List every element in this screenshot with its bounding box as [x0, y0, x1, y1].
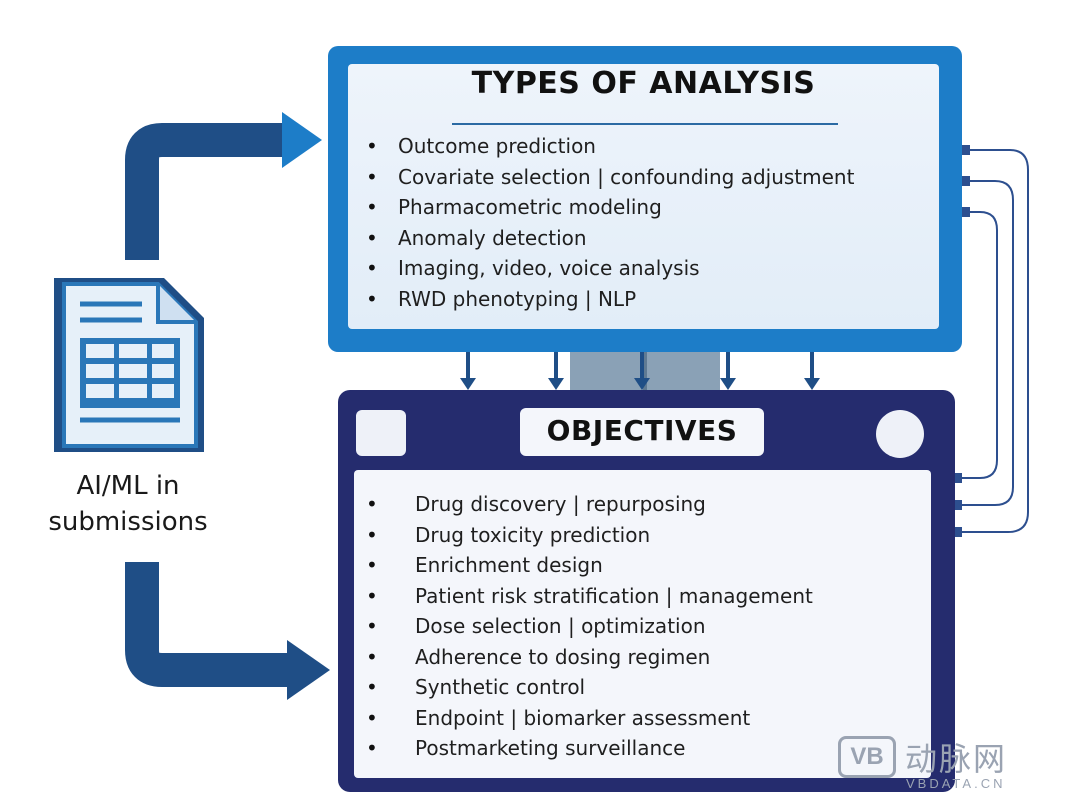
objective-item: Endpoint | biomarker assessment: [366, 703, 813, 734]
document-table-icon: [54, 278, 204, 452]
analysis-item: RWD phenotyping | NLP: [366, 284, 854, 315]
objective-item: Postmarketing surveillance: [366, 733, 813, 764]
objective-item: Patient risk stratification | management: [366, 581, 813, 612]
watermark-url: VBDATA.CN: [906, 776, 1006, 791]
feedback-connectors: [956, 149, 1029, 533]
objectives-title-box: [520, 408, 764, 456]
analysis-item: Outcome prediction: [366, 131, 854, 162]
source-label: AI/ML in submissions: [28, 468, 228, 540]
objective-item: Drug toxicity prediction: [366, 520, 813, 551]
window-square-icon: [356, 410, 406, 456]
analysis-item: Imaging, video, voice analysis: [366, 253, 854, 284]
source-label-line1: AI/ML in: [76, 471, 180, 501]
analysis-item: Pharmacometric modeling: [366, 192, 854, 223]
analysis-item: Anomaly detection: [366, 223, 854, 254]
objectives-title: OBJECTIVES: [546, 414, 738, 447]
analysis-title: TYPES OF ANALYSIS: [471, 66, 816, 101]
source-label-line2: submissions: [48, 507, 208, 537]
arrow-to-analysis: [125, 123, 285, 260]
watermark-name: 动脉网: [905, 740, 1008, 778]
objectives-list: Drug discovery | repurposing Drug toxici…: [366, 489, 813, 764]
window-circle-icon: [876, 410, 924, 458]
arrow-to-objectives-head: [287, 640, 330, 700]
objective-item: Synthetic control: [366, 672, 813, 703]
objective-item: Adherence to dosing regimen: [366, 642, 813, 673]
analysis-title-rule: [452, 123, 838, 125]
watermark-logo: VB: [838, 736, 896, 778]
analysis-list: Outcome prediction Covariate selection |…: [366, 131, 854, 314]
down-arrows: [460, 352, 820, 390]
analysis-item: Covariate selection | confounding adjust…: [366, 162, 854, 193]
objective-item: Drug discovery | repurposing: [366, 489, 813, 520]
objective-item: Enrichment design: [366, 550, 813, 581]
feedback-ports: [952, 145, 970, 537]
arrow-to-objectives: [125, 562, 290, 687]
arrow-to-analysis-head: [282, 112, 322, 168]
objective-item: Dose selection | optimization: [366, 611, 813, 642]
